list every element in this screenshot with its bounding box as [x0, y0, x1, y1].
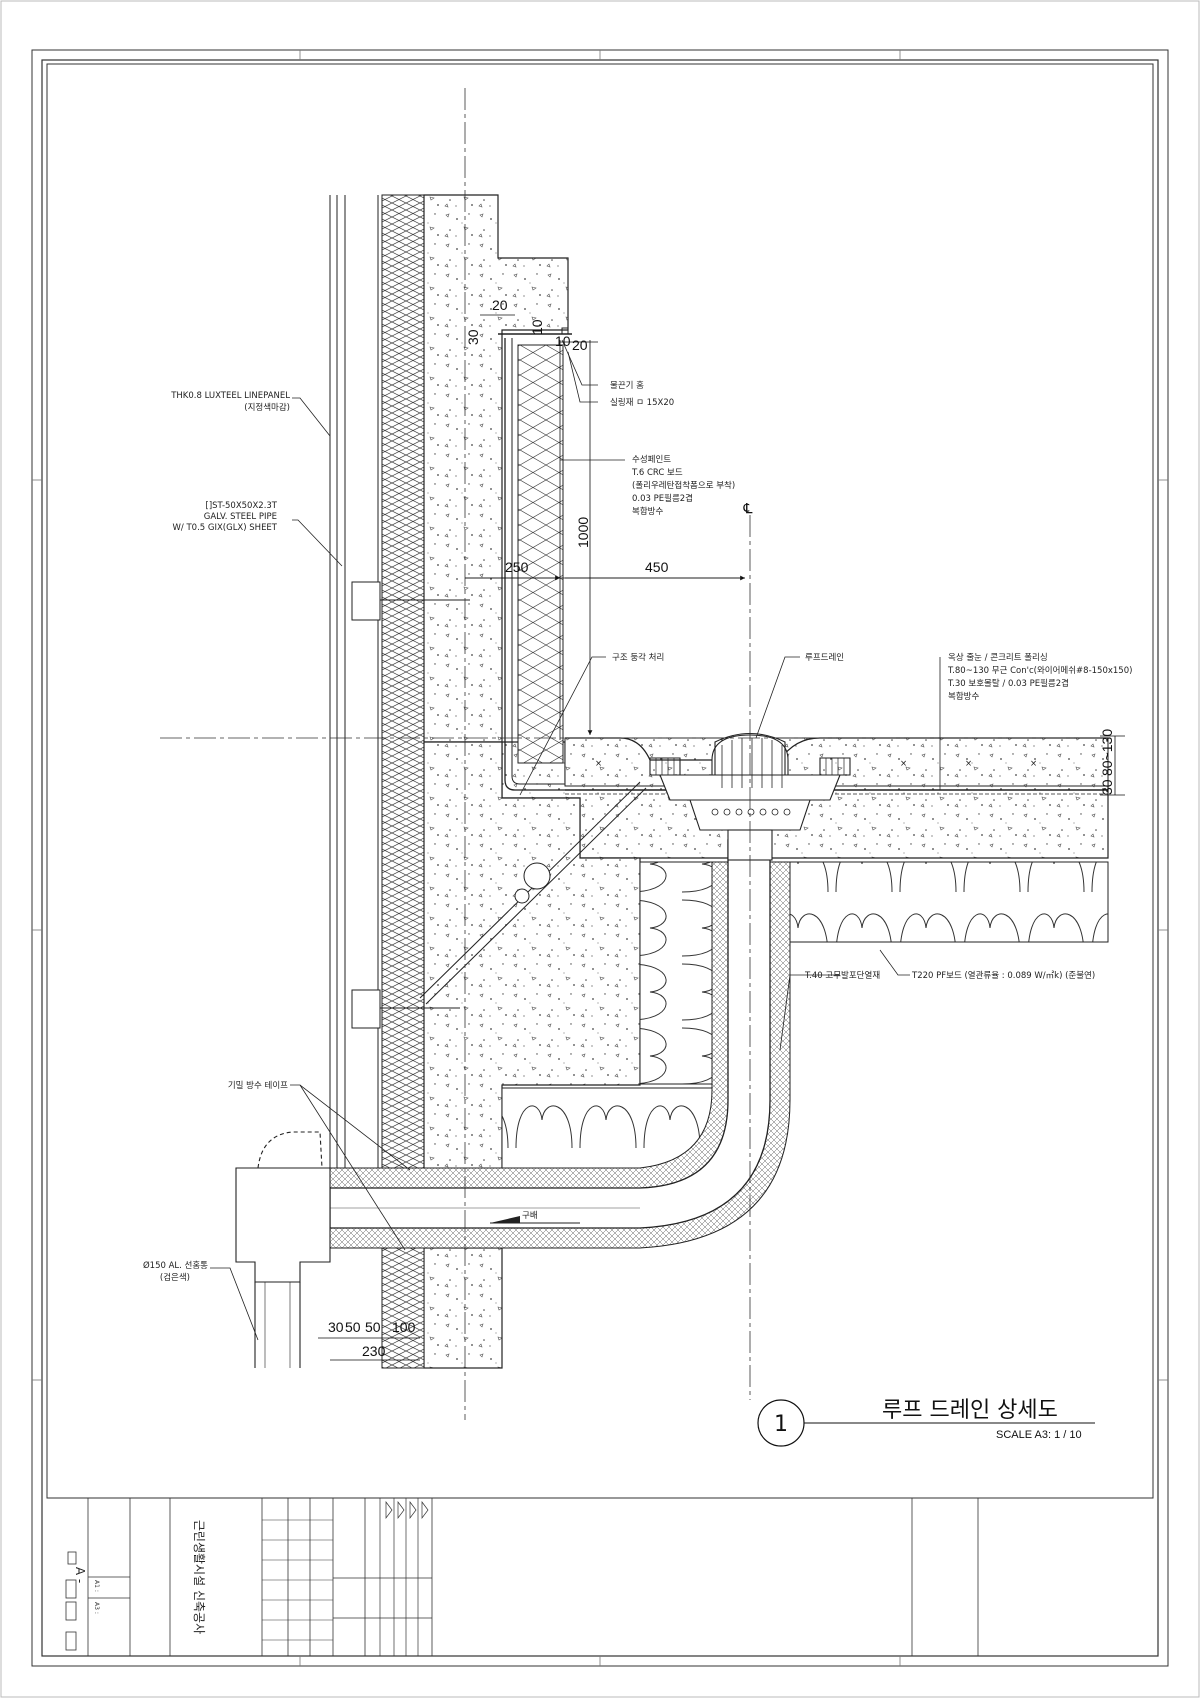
dim-50a: 50	[345, 1319, 361, 1335]
label-wall-1: 수성페인트	[632, 454, 671, 465]
exterior-insulation	[381, 194, 425, 1181]
label-wall-3: (폴리우레탄접착폼으로 부착)	[632, 480, 735, 491]
dim-10b: 10	[555, 333, 571, 349]
dimension-text: 20 30 10 10 20 1000 250 450 ℄ 30 80~130 …	[328, 297, 1115, 1359]
label-wall-5: 복합방수	[632, 506, 663, 517]
concrete-below-pipe	[423, 1247, 503, 1369]
label-roof-4: 복합방수	[948, 691, 979, 702]
label-panel-2: (지정색마감)	[244, 402, 290, 413]
scale-a1: A1 :	[93, 1580, 100, 1592]
dim-10: 10	[529, 319, 545, 335]
exterior-panel	[329, 195, 346, 1180]
label-pf-board: T220 PF보드 (열관류율 : 0.089 W/㎡k) (준불연)	[911, 970, 1095, 981]
drain-pipe	[329, 839, 771, 1229]
roof-drain	[649, 733, 851, 861]
dim-1000: 1000	[575, 517, 591, 548]
dim-100: 100	[392, 1319, 416, 1335]
detail-number: 1	[774, 1412, 788, 1437]
dim-30-roof: 30	[1099, 779, 1115, 795]
label-roof-3: T.30 보호몰탈 / 0.03 PE필름2겹	[947, 678, 1069, 689]
label-panel-1: THK0.8 LUXTEEL LINEPANEL	[170, 391, 290, 401]
dim-230: 230	[362, 1343, 386, 1359]
label-roof-1: 옥상 줄눈 / 콘크리트 폴리싱	[948, 652, 1048, 663]
ceiling-insulation-bottom	[501, 1087, 713, 1169]
svg-text:×: ×	[900, 759, 907, 769]
label-roof-2: T.80~130 무근 Con'c(와이어메쉬#8-150x150)	[947, 665, 1132, 676]
label-drip-groove: 물끈기 홈	[610, 380, 644, 391]
parapet-insulation	[517, 344, 564, 764]
dim-250: 250	[505, 559, 529, 575]
dim-30-bottom: 30	[328, 1319, 344, 1335]
label-roof-drain: 루프드레인	[805, 652, 844, 663]
center-lines	[160, 88, 1108, 1420]
dim-20: 20	[492, 297, 508, 313]
label-wall-4: 0.03 PE필름2겹	[632, 493, 693, 504]
roof-drain-detail: × × × ×	[160, 88, 1109, 1420]
detail-scale: SCALE A3: 1 / 10	[996, 1429, 1082, 1441]
svg-text:×: ×	[595, 759, 602, 769]
annotations: THK0.8 LUXTEEL LINEPANEL (지정색마감) []ST-50…	[143, 380, 1132, 1283]
label-gutter-2: (검은색)	[160, 1272, 190, 1283]
title-block-text: 근린생활시설 신축공사 A - A1 : A3 :	[73, 1520, 206, 1634]
dimension-lines	[318, 314, 1125, 1361]
detail-title-text: 루프 드레인 상세도	[882, 1398, 1058, 1423]
label-slope: 구배	[522, 1211, 538, 1221]
svg-text:×: ×	[965, 759, 972, 769]
ceiling-insulation-left	[639, 861, 713, 1085]
label-gutter-1: Ø150 AL. 선홈통	[143, 1260, 208, 1271]
label-corner: 구조 둥각 처리	[612, 652, 664, 663]
steel-bracket	[351, 581, 470, 1029]
svg-text:×: ×	[1030, 759, 1037, 769]
label-pipe-3: W/ T0.5 GIX(GLX) SHEET	[173, 523, 278, 533]
label-pipe-2: GALV. STEEL PIPE	[204, 512, 277, 522]
label-tape: 기밀 방수 테이프	[228, 1080, 288, 1091]
label-wall-2: T.6 CRC 보드	[631, 468, 683, 478]
dim-20b: 20	[572, 337, 588, 353]
dim-80-130: 80~130	[1099, 729, 1115, 776]
project-name: 근린생활시설 신축공사	[192, 1520, 206, 1634]
dim-450: 450	[645, 559, 669, 575]
pf-board-insulation	[779, 861, 1109, 943]
label-pipe-1: []ST-50X50X2.3T	[206, 501, 278, 511]
dim-30: 30	[465, 329, 481, 345]
leader-lines	[210, 339, 941, 1341]
detail-title: 1 루프 드레인 상세도 SCALE A3: 1 / 10	[757, 1398, 1095, 1447]
dim-50b: 50	[365, 1319, 381, 1335]
sheet-number-prefix: A -	[73, 1567, 87, 1583]
label-rubber-insulation: T.40 고무발포단열재	[804, 970, 880, 981]
title-block	[47, 1497, 1153, 1656]
scupper-box	[235, 1131, 331, 1368]
scale-a3: A3 :	[93, 1602, 100, 1614]
label-sealant: 실링재 ㅁ 15X20	[610, 397, 674, 408]
centerline-symbol: ℄	[743, 500, 753, 516]
